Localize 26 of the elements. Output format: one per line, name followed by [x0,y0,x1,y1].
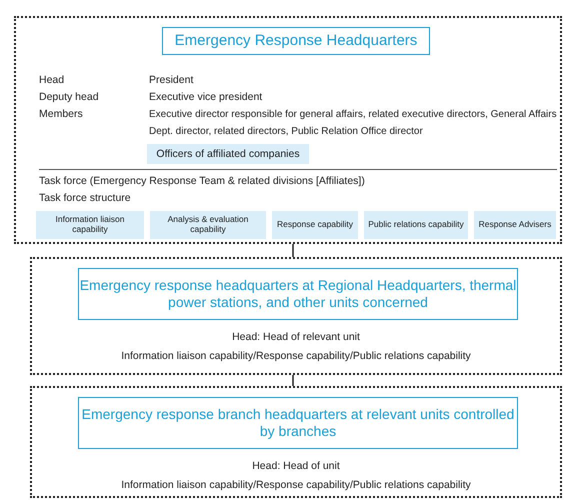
highlight-tag: Officers of affiliated companies [147,144,309,164]
row-label: Members [39,107,84,122]
panel-text: Task force structure [39,191,132,206]
capability-tag: Response Advisers [474,211,556,239]
dashed-panel [30,257,562,375]
panel-text: Head: Head of unit [251,459,341,474]
connector-line [292,244,294,257]
row-value: Executive vice president [149,90,264,105]
panel-text: Information liaison capability/Response capability/Public relations capability [120,349,472,364]
panel-text: Information liaison capability/Response capability/Public relations capability [120,478,472,493]
capability-tag: Information liaison capability [36,211,144,239]
dashed-panel [30,386,562,498]
panel-text: Head: Head of relevant unit [231,330,361,345]
row-label: Deputy head [39,90,100,105]
row-value: Executive director responsible for general affairs, related executive directors, General Affairs Dept. director, related directors, Public Relation Office director [149,108,558,139]
capability-tag: Response capability [272,211,358,239]
panel-text: Task force (Emergency Response Team & related divisions [Affiliates]) [39,174,366,189]
title-box: Emergency response branch headquarters at relevant units controlled by branches [78,397,518,449]
connector-line [292,375,294,386]
title-box: Emergency response headquarters at Regional Headquarters, thermal power stations, and other units concerned [78,268,518,320]
dashed-panel [14,16,562,244]
row-value: President [149,73,194,88]
capability-tag: Analysis & evaluation capability [150,211,266,239]
capability-tag: Public relations capability [364,211,468,239]
row-label: Head [39,73,66,88]
title-box: Emergency Response Headquarters [162,27,430,55]
